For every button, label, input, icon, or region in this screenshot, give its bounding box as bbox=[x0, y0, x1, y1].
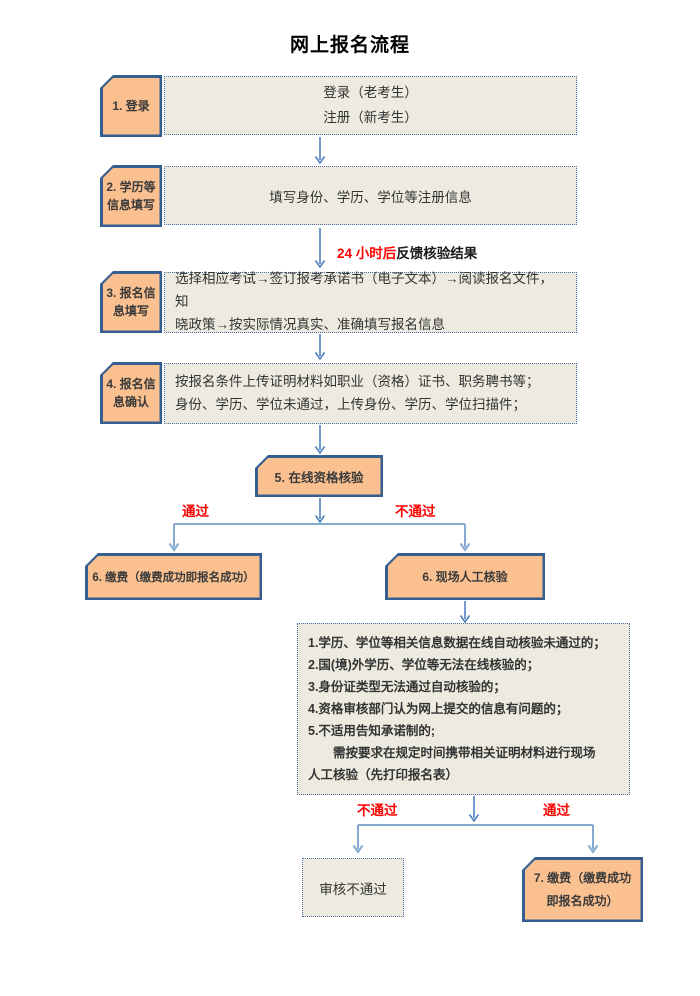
step2-content-panel: 填写身份、学历、学位等注册信息 bbox=[164, 166, 577, 225]
branch1-pass-label: 通过 bbox=[182, 504, 209, 519]
step5-online-check-card: 5. 在线资格核验 bbox=[255, 455, 383, 497]
step4-label: 4. 报名信 息确认 bbox=[102, 364, 160, 422]
step3-content-text: 选择相应考试→签订报考承诺书（电子文本）→阅读报名文件，知 晓政策→按实际情况真… bbox=[175, 271, 553, 332]
step2-label-card: 2. 学历等 信息填写 bbox=[100, 165, 162, 227]
manual-check-conditions-panel: 1.学历、学位等相关信息数据在线自动核验未通过的； 2.国(境)外学历、学位等无… bbox=[297, 623, 630, 795]
step3-label: 3. 报名信 息填写 bbox=[102, 273, 160, 331]
step3-label-card: 3. 报名信 息填写 bbox=[100, 271, 162, 333]
step4-label-card: 4. 报名信 息确认 bbox=[100, 362, 162, 424]
step2-content-text: 填写身份、学历、学位等注册信息 bbox=[269, 189, 472, 205]
branch-arrow-lines bbox=[168, 523, 599, 854]
step1-content-text: 登录（老考生） 注册（新考生） bbox=[323, 84, 418, 125]
step1-content-panel: 登录（老考生） 注册（新考生） bbox=[164, 76, 577, 135]
step3-content-panel: 选择相应考试→签订报考承诺书（电子文本）→阅读报名文件，知 晓政策→按实际情况真… bbox=[164, 271, 577, 333]
feedback-note: 24 小时后反馈核验结果 bbox=[337, 242, 477, 262]
review-fail-text: 审核不通过 bbox=[319, 881, 387, 897]
step7-pay-card: 7. 缴费（缴费成功 即报名成功） bbox=[522, 857, 643, 922]
main-arrow-lines bbox=[314, 137, 480, 823]
page-title: 网上报名流程 bbox=[289, 35, 410, 56]
step2-label: 2. 学历等 信息填写 bbox=[102, 167, 160, 225]
branch1-fail-label: 不通过 bbox=[395, 504, 436, 519]
feedback-note-highlight: 24 小时后 bbox=[337, 246, 397, 261]
feedback-note-text: 反馈核验结果 bbox=[396, 246, 478, 261]
step7-pay-label: 7. 缴费（缴费成功 即报名成功） bbox=[524, 859, 641, 920]
step1-label: 1. 登录 bbox=[102, 77, 160, 135]
step6-pay-card: 6. 缴费（缴费成功即报名成功） bbox=[85, 553, 262, 600]
review-fail-panel: 审核不通过 bbox=[302, 858, 404, 917]
step4-content-panel: 按报名条件上传证明材料如职业（资格）证书、职务聘书等； 身份、学历、学位未通过，… bbox=[164, 363, 577, 424]
manual-check-conditions-text: 1.学历、学位等相关信息数据在线自动核验未通过的； 2.国(境)外学历、学位等无… bbox=[308, 635, 606, 783]
step6-pay-label: 6. 缴费（缴费成功即报名成功） bbox=[87, 555, 260, 598]
step5-online-check-label: 5. 在线资格核验 bbox=[257, 457, 381, 495]
step1-label-card: 1. 登录 bbox=[100, 75, 162, 137]
step6-manual-check-label: 6. 现场人工核验 bbox=[387, 555, 543, 598]
branch2-pass-label: 通过 bbox=[543, 803, 570, 818]
step4-content-text: 按报名条件上传证明材料如职业（资格）证书、职务聘书等； 身份、学历、学位未通过，… bbox=[175, 373, 540, 412]
branch2-fail-label: 不通过 bbox=[357, 803, 398, 818]
step6-manual-check-card: 6. 现场人工核验 bbox=[385, 553, 545, 600]
